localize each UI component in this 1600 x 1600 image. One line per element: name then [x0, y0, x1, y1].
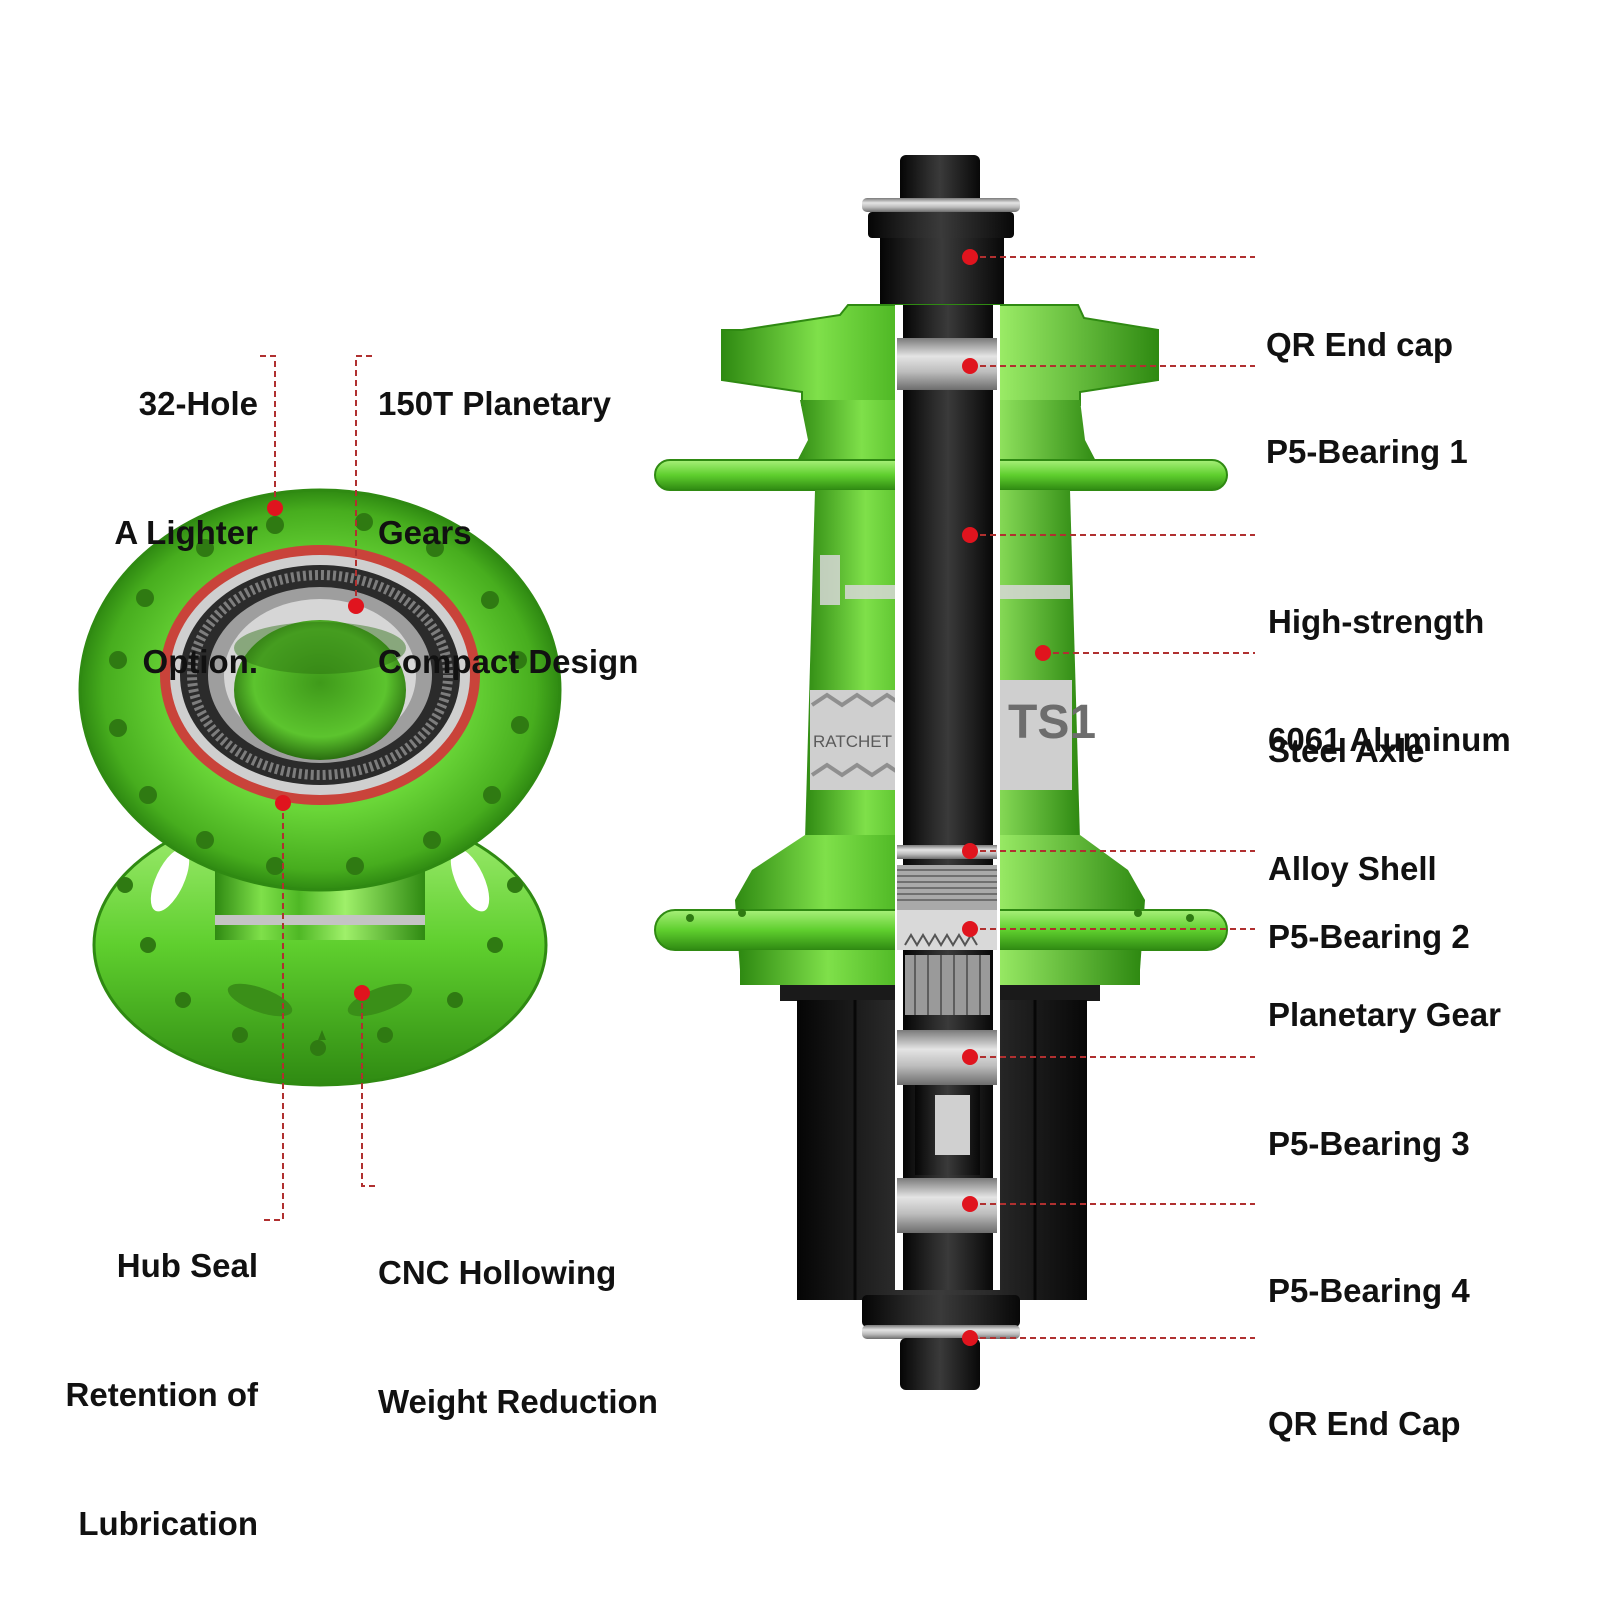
label-line: P5-Bearing 3 — [1268, 1125, 1470, 1162]
callout-dot-bearing-4 — [962, 1196, 978, 1212]
label-line: P5-Bearing 4 — [1268, 1272, 1470, 1309]
label-p5-bearing-4: P5-Bearing 4 — [1268, 1183, 1470, 1398]
callout-dot-bearing-3 — [962, 1049, 978, 1065]
callout-dot-gears — [348, 598, 364, 614]
callout-dot-shell — [1035, 645, 1051, 661]
callout-dot-qr-top — [962, 249, 978, 265]
label-line: Weight Reduction — [378, 1383, 658, 1420]
callout-dot-bearing-2 — [962, 843, 978, 859]
label-line: P5-Bearing 2 — [1268, 918, 1470, 955]
label-line: P5-Bearing 1 — [1266, 433, 1468, 470]
leader-lines — [260, 256, 1255, 1339]
callout-dot-seal — [275, 795, 291, 811]
callout-dot-planetary — [962, 921, 978, 937]
label-qr-end-cap-bottom: QR End Cap — [1268, 1316, 1461, 1531]
label-line: Option. — [142, 643, 258, 680]
label-aluminum-shell: 6061 Aluminum Alloy Shell — [1268, 632, 1511, 976]
label-line: Compact Design — [378, 643, 639, 680]
label-line: Hub Seal — [116, 1247, 258, 1284]
callout-dots — [267, 249, 1051, 1346]
label-p5-bearing-3: P5-Bearing 3 — [1268, 1036, 1470, 1251]
hub-cutaway-view: RATCHET SYST TS1 — [654, 155, 1228, 1390]
label-p5-bearing-2: P5-Bearing 2 — [1268, 829, 1470, 1044]
label-line: Gears — [378, 514, 472, 551]
label-hub-seal: Hub Seal Retention of Lubrication — [66, 1158, 258, 1600]
label-line: Alloy Shell — [1268, 850, 1437, 887]
label-line: Lubrication — [78, 1505, 258, 1542]
label-planetary-gear: Planetary Gear — [1268, 907, 1501, 1122]
spoke-holes — [109, 513, 529, 875]
bearing-1 — [897, 338, 997, 390]
callout-dot-bearing-1 — [962, 358, 978, 374]
label-line: A Lighter — [114, 514, 258, 551]
label-line: QR End Cap — [1268, 1405, 1461, 1442]
label-line: 32-Hole — [138, 385, 258, 422]
label-qr-end-cap-top: QR End cap — [1266, 237, 1453, 452]
hub-angled-view — [78, 488, 562, 1087]
label-line: Retention of — [65, 1376, 258, 1413]
label-32-hole: 32-Hole A Lighter Option. — [114, 296, 258, 769]
callout-dot-cnc — [354, 985, 370, 1001]
label-line: 6061 Aluminum — [1268, 721, 1511, 758]
label-cnc-hollowing: CNC Hollowing Weight Reduction — [378, 1165, 658, 1509]
label-150t-planetary-gears: 150T Planetary Gears Compact Design — [378, 296, 638, 769]
bearing-4 — [897, 1178, 997, 1233]
label-line: 150T Planetary — [378, 385, 611, 422]
label-line: QR End cap — [1266, 326, 1454, 363]
callout-dot-holes — [267, 500, 283, 516]
callout-dot-qr-bottom — [962, 1330, 978, 1346]
label-line: Steel Axle — [1268, 732, 1425, 769]
shell-model-text: TS1 — [1008, 696, 1096, 749]
label-line: High-strength — [1268, 603, 1485, 640]
label-p5-bearing-1: P5-Bearing 1 — [1266, 344, 1468, 559]
label-line: Planetary Gear — [1268, 996, 1501, 1033]
label-line: CNC Hollowing — [378, 1254, 617, 1291]
label-steel-axle: High-strength Steel Axle — [1268, 514, 1484, 858]
callout-dot-axle — [962, 527, 978, 543]
